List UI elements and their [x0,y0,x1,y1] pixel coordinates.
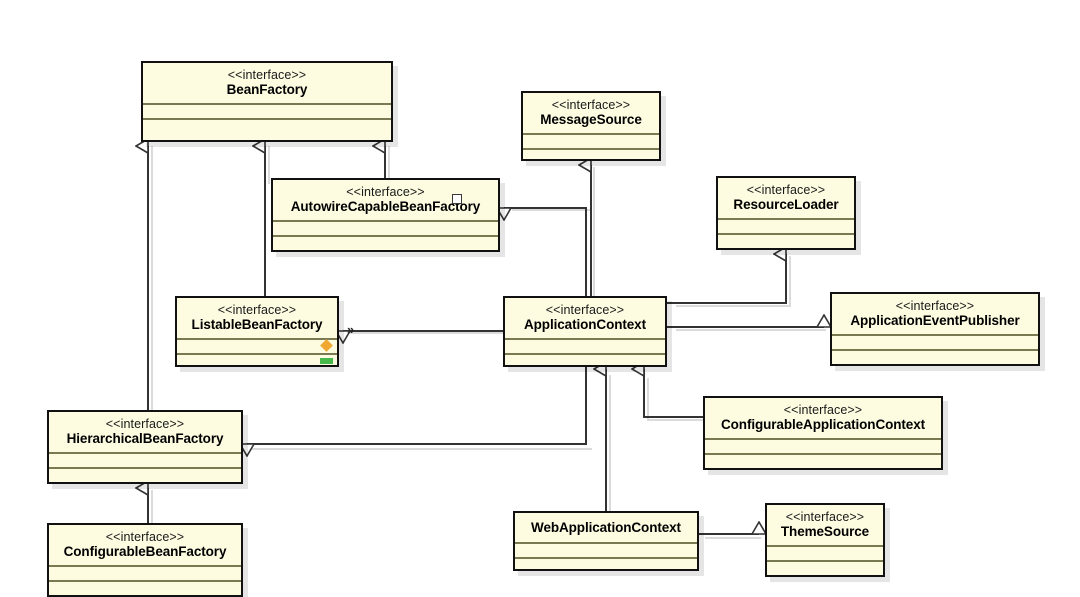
attributes-compartment [143,105,391,121]
class-header: <<interface>> ConfigurableBeanFactory [49,525,241,568]
class-box-configurable-application-context[interactable]: <<interface>> ConfigurableApplicationCon… [703,396,943,470]
class-box-application-context[interactable]: <<interface>> ApplicationContext [503,296,667,367]
operations-compartment [515,559,697,576]
class-header: <<interface>> ApplicationEventPublisher [832,294,1038,337]
operations-compartment [143,120,391,137]
attributes-compartment [273,222,498,238]
class-name: MessageSource [540,112,642,127]
operation-marker-icon [320,358,333,365]
class-header: <<interface>> ApplicationContext [505,298,665,341]
class-header: <<interface>> ThemeSource [767,505,883,548]
class-box-web-application-context[interactable]: WebApplicationContext [513,511,699,571]
attributes-compartment [515,544,697,560]
class-header: <<interface>> MessageSource [523,93,659,136]
class-name: ConfigurableBeanFactory [63,544,227,559]
operations-compartment [273,237,498,254]
class-box-resource-loader[interactable]: <<interface>> ResourceLoader [716,176,856,250]
class-header: <<interface>> BeanFactory [143,63,391,106]
stereotype-label: <<interface>> [217,303,297,317]
class-header: <<interface>> ResourceLoader [718,178,854,221]
class-header: <<interface>> ListableBeanFactory [177,298,337,341]
class-box-message-source[interactable]: <<interface>> MessageSource [521,91,661,161]
edge-applicationcontext-to-autowirecapablebeanfactory [504,207,587,296]
class-name: BeanFactory [226,82,308,97]
attribute-marker-icon [320,339,333,352]
attributes-compartment [177,339,337,356]
class-name: WebApplicationContext [531,520,681,535]
class-header: <<interface>> AutowireCapableBeanFactory [273,180,498,223]
operations-compartment [767,562,883,579]
attributes-compartment [49,454,241,470]
attributes-compartment [505,340,665,356]
resize-handle-square[interactable] [452,194,462,204]
class-box-configurable-bean-factory[interactable]: <<interface>> ConfigurableBeanFactory [47,523,243,597]
edge-applicationcontext-to-hierarchicalbeanfactory [247,367,587,444]
class-box-bean-factory[interactable]: <<interface>> BeanFactory [141,61,393,142]
class-name: ThemeSource [780,524,870,539]
class-name: ListableBeanFactory [191,317,323,332]
stereotype-label: <<interface>> [346,185,425,199]
stereotype-label: <<interface>> [785,510,865,524]
operations-compartment [505,355,665,372]
operations-compartment [49,469,241,486]
attributes-compartment [718,220,854,236]
stereotype-label: <<interface>> [895,299,975,313]
stereotype-label: <<interface>> [551,98,631,112]
guillemet-marker: » [347,322,354,337]
class-name: ApplicationContext [524,317,646,332]
operations-compartment [718,235,854,252]
operations-compartment [49,582,241,597]
class-header: WebApplicationContext [515,513,697,545]
class-header: <<interface>> HierarchicalBeanFactory [49,412,241,455]
class-box-application-event-publisher[interactable]: <<interface>> ApplicationEventPublisher [830,292,1040,366]
attributes-compartment [832,336,1038,352]
class-box-hierarchical-bean-factory[interactable]: <<interface>> HierarchicalBeanFactory [47,410,243,484]
class-box-autowire-capable-bean-factory[interactable]: <<interface>> AutowireCapableBeanFactory [271,178,500,252]
operations-compartment [523,150,659,167]
class-name: HierarchicalBeanFactory [66,431,224,446]
stereotype-label: <<interface>> [105,417,185,431]
class-box-theme-source[interactable]: <<interface>> ThemeSource [765,503,885,577]
attributes-compartment [767,547,883,563]
class-header: <<interface>> ConfigurableApplicationCon… [705,398,941,441]
stereotype-label: <<interface>> [105,530,185,544]
operations-compartment [705,455,941,472]
attributes-compartment [49,567,241,583]
operations-compartment [832,351,1038,368]
attributes-compartment [705,440,941,456]
class-name: AutowireCapableBeanFactory [290,199,481,214]
class-name: ResourceLoader [733,197,839,212]
edge-configurableapplicationcontext-to-applicationcontext [644,369,703,418]
class-box-listable-bean-factory[interactable]: <<interface>> ListableBeanFactory [175,296,339,367]
edge-applicationcontext-to-resourceloader [667,254,787,304]
stereotype-label: <<interface>> [227,68,307,82]
stereotype-label: <<interface>> [746,183,826,197]
attributes-compartment [523,135,659,151]
class-name: ConfigurableApplicationContext [721,417,925,432]
stereotype-label: <<interface>> [545,303,625,317]
class-name: ApplicationEventPublisher [850,313,1020,328]
stereotype-label: <<interface>> [783,403,863,417]
operations-compartment [177,355,337,372]
